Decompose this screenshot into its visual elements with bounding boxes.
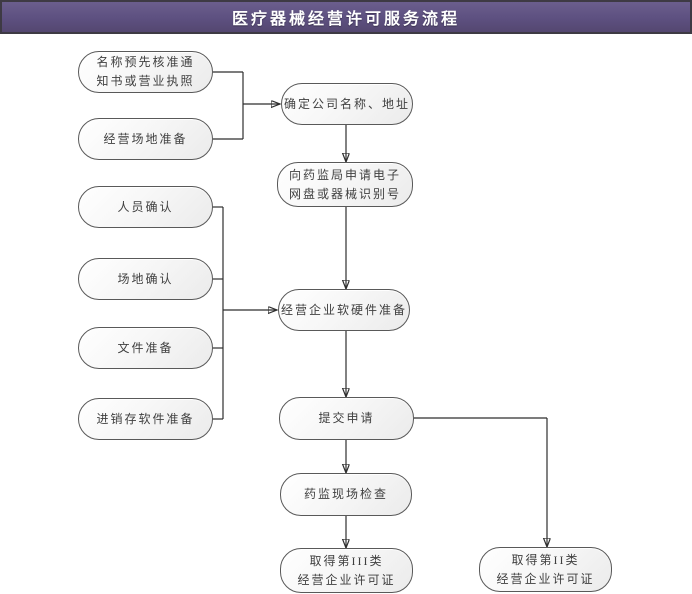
- flow-node-site-confirm: 场地确认: [78, 258, 213, 300]
- flow-node-premises-prepare: 经营场地准备: [78, 118, 213, 160]
- flow-node-onsite-inspection: 药监现场检查: [280, 473, 412, 516]
- flow-node-apply-device-id: 向药监局申请电子 网盘或器械识别号: [277, 162, 413, 207]
- flow-node-inventory-software-prepare: 进销存软件准备: [78, 398, 213, 440]
- flow-node-confirm-company-name: 确定公司名称、地址: [281, 83, 413, 125]
- header-bar: 医疗器械经营许可服务流程: [0, 0, 692, 34]
- flow-node-class2-license: 取得第II类 经营企业许可证: [479, 547, 612, 592]
- flow-node-document-prepare: 文件准备: [78, 327, 213, 369]
- flow-node-submit-application: 提交申请: [279, 397, 414, 440]
- flow-node-staff-confirm: 人员确认: [78, 186, 213, 228]
- flow-node-enterprise-hw-sw-prepare: 经营企业软硬件准备: [278, 289, 410, 331]
- page-title: 医疗器械经营许可服务流程: [231, 11, 460, 28]
- flow-node-class3-license: 取得第III类 经营企业许可证: [280, 548, 413, 593]
- flow-node-name-preapproval: 名称预先核准通 知书或营业执照: [78, 51, 213, 93]
